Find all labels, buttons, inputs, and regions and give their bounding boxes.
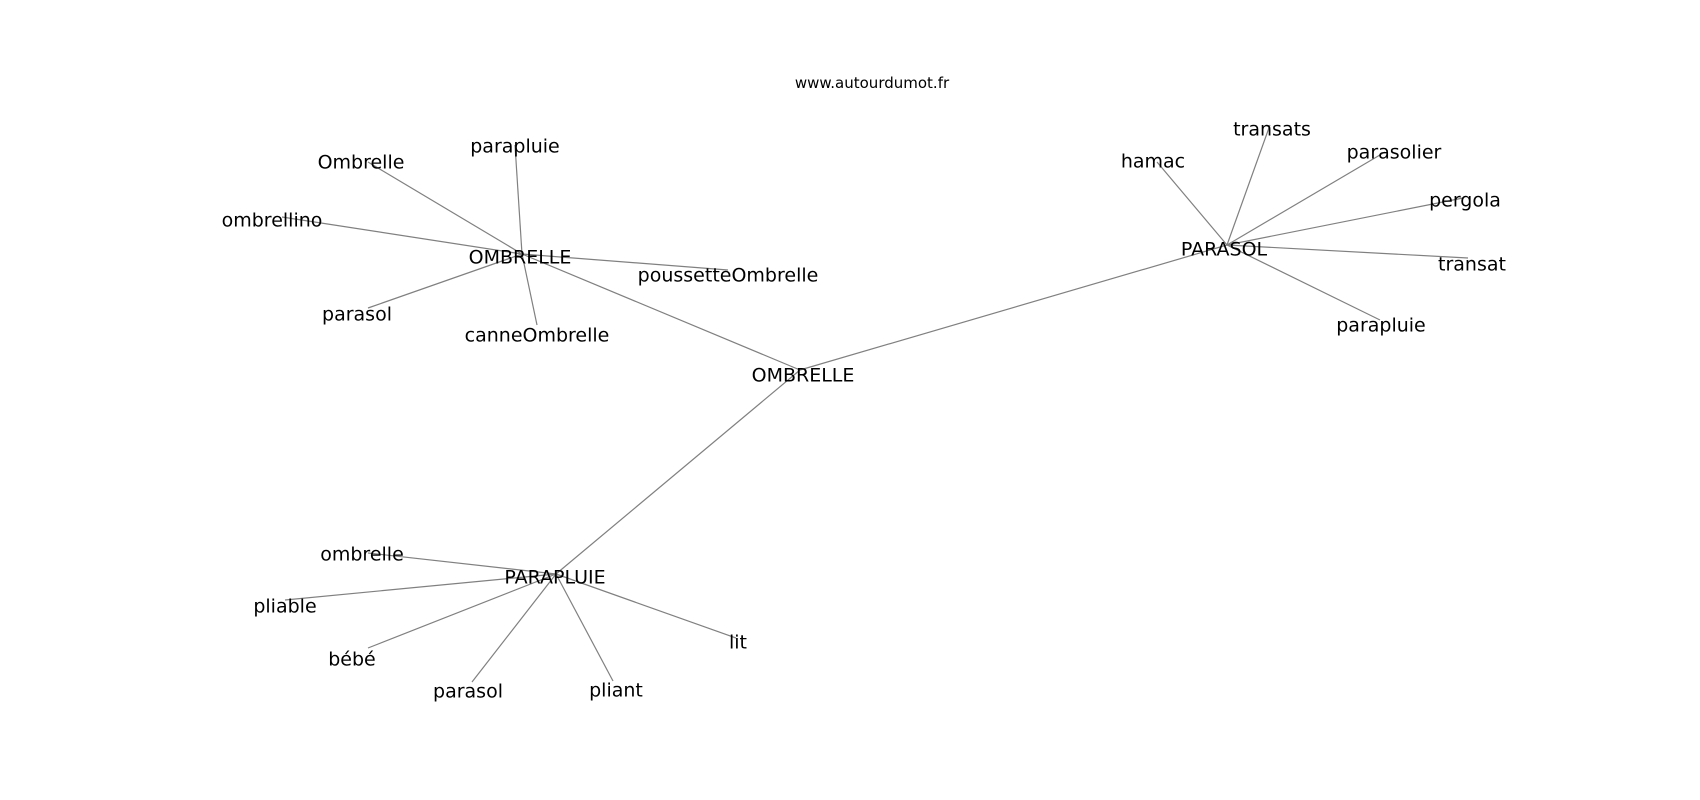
node-hub-parasol-leaf-5: parapluie (1336, 315, 1426, 337)
watermark: www.autourdumot.fr (795, 74, 950, 92)
node-hub-parasol-leaf-0: hamac (1121, 151, 1185, 173)
node-hub-parasol-leaf-3: pergola (1429, 190, 1501, 212)
edge-hub-parapluie-leaf-3 (471, 573, 557, 683)
edge-center-to-hub-parapluie (555, 369, 801, 575)
edge-hub-ombrelle-leaf-1 (514, 144, 523, 255)
edge-hub-ombrelle-leaf-3 (521, 253, 729, 271)
edge-hub-parasol-leaf-5 (1226, 244, 1381, 321)
node-hub-parapluie-leaf-3: parasol (433, 681, 503, 703)
edge-hub-parapluie-leaf-2 (367, 573, 557, 649)
node-hub-parasol: PARASOL (1181, 239, 1268, 261)
edge-hub-ombrelle-leaf-4 (367, 253, 523, 309)
node-hub-parapluie-leaf-4: pliant (589, 680, 643, 702)
node-hub-parasol-leaf-2: parasolier (1347, 142, 1442, 164)
edge-hub-parapluie-leaf-0 (367, 552, 557, 575)
edge-center-to-hub-parasol (799, 244, 1228, 371)
node-hub-ombrelle-leaf-5: canneOmbrelle (465, 325, 610, 347)
edge-center-to-hub-ombrelle (521, 253, 801, 371)
edge-hub-ombrelle-leaf-5 (521, 253, 538, 326)
edge-hub-ombrelle-leaf-2 (281, 216, 523, 255)
node-hub-ombrelle-leaf-3: poussetteOmbrelle (638, 265, 819, 287)
edge-hub-parapluie-leaf-1 (284, 573, 557, 601)
edge-hub-parasol-leaf-4 (1226, 244, 1469, 259)
edge-hub-parapluie-leaf-4 (555, 573, 614, 682)
node-hub-parapluie: PARAPLUIE (504, 567, 605, 589)
edge-hub-parasol-leaf-1 (1226, 124, 1271, 246)
node-hub-ombrelle-leaf-2: ombrellino (222, 210, 323, 232)
node-hub-parasol-leaf-4: transat (1438, 254, 1506, 276)
node-hub-parapluie-leaf-0: ombrelle (320, 544, 404, 566)
node-hub-parapluie-leaf-5: lit (729, 632, 747, 654)
graph-edges (281, 124, 1469, 683)
node-hub-ombrelle-leaf-4: parasol (322, 304, 392, 326)
node-hub-ombrelle: OMBRELLE (469, 247, 572, 269)
node-hub-parapluie-leaf-2: bébé (328, 649, 376, 671)
graph-labels: OMBRELLE OMBRELLE Ombrelle parapluie ombrell… (222, 119, 1506, 703)
edge-hub-parasol-leaf-2 (1226, 151, 1386, 246)
node-hub-parasol-leaf-1: transats (1233, 119, 1311, 141)
edge-hub-parasol-leaf-3 (1226, 197, 1464, 246)
node-center-ombrelle: OMBRELLE (752, 365, 855, 387)
node-hub-ombrelle-leaf-1: parapluie (470, 136, 560, 158)
edge-hub-ombrelle-leaf-0 (367, 161, 523, 255)
node-hub-ombrelle-leaf-0: Ombrelle (318, 152, 405, 174)
node-hub-parapluie-leaf-1: pliable (253, 596, 316, 618)
edge-hub-parasol-leaf-0 (1156, 161, 1228, 246)
edge-hub-parapluie-leaf-5 (555, 573, 737, 639)
